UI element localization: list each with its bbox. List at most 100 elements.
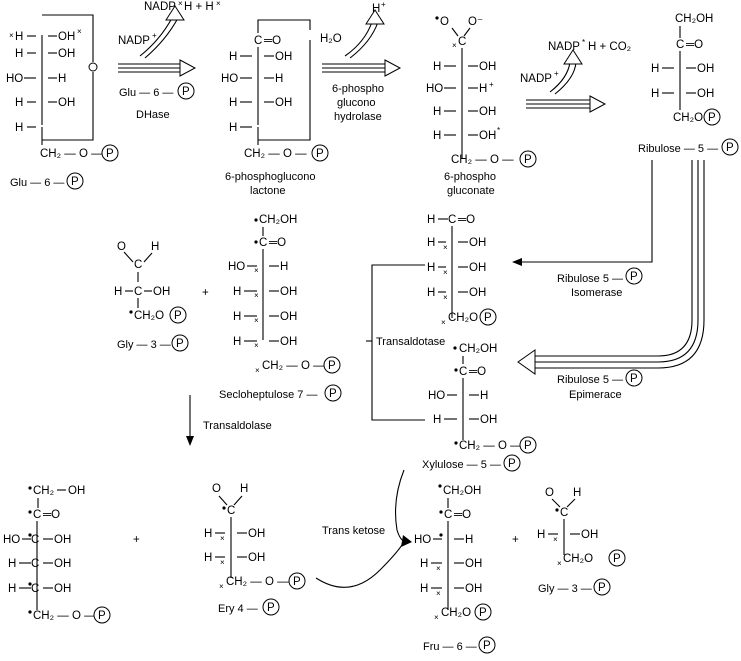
svg-text:×: × xyxy=(178,0,183,8)
svg-text:NADP: NADP xyxy=(548,41,580,53)
arrow-ribulose-epimerace xyxy=(517,160,705,375)
svg-text:+: + xyxy=(152,31,157,40)
svg-text:Ery 4 —: Ery 4 — xyxy=(218,603,258,615)
svg-text:H: H xyxy=(420,583,428,595)
svg-text:OH: OH xyxy=(479,61,496,73)
svg-text:+: + xyxy=(202,287,209,299)
svg-text:OH: OH xyxy=(248,552,265,564)
svg-text:×: × xyxy=(436,564,441,573)
svg-text:OH: OH xyxy=(153,286,170,298)
svg-text:×: × xyxy=(219,582,224,591)
svg-text:C: C xyxy=(560,507,568,519)
svg-text:P: P xyxy=(508,458,516,470)
svg-text:H: H xyxy=(651,63,659,75)
svg-text:P: P xyxy=(267,602,275,614)
svg-text:P: P xyxy=(316,148,324,160)
svg-text:HO: HO xyxy=(228,261,245,273)
svg-text:HO: HO xyxy=(6,73,23,85)
svg-text:OH: OH xyxy=(275,97,292,109)
svg-text:P: P xyxy=(483,640,491,652)
svg-text:Transaldotase: Transaldotase xyxy=(376,336,445,348)
svg-text:Transaldolase: Transaldolase xyxy=(203,420,272,432)
svg-text:H: H xyxy=(479,83,487,95)
svg-text:OH: OH xyxy=(58,97,75,109)
svg-text:OH: OH xyxy=(469,287,486,299)
svg-text:H: H xyxy=(372,3,380,15)
svg-text:O⁻: O⁻ xyxy=(468,16,483,28)
svg-text:CH₂OH: CH₂OH xyxy=(259,214,297,226)
arrow-ribulose-isomerase xyxy=(512,160,653,266)
svg-text:Ribulose 5 —: Ribulose 5 — xyxy=(557,374,623,386)
svg-text:×: × xyxy=(436,589,441,598)
svg-text:OH: OH xyxy=(54,583,71,595)
svg-text:OH: OH xyxy=(58,48,75,60)
svg-text:═O: ═O xyxy=(457,214,475,226)
svg-text:H: H xyxy=(229,97,237,109)
svg-text:CH₂OH: CH₂OH xyxy=(459,343,497,355)
svg-text:C: C xyxy=(259,237,267,249)
svg-text:C: C xyxy=(134,259,142,271)
svg-text:OH: OH xyxy=(465,583,482,595)
svg-text:×: × xyxy=(254,266,259,275)
bottom-left-ketose-structure: CH₂ OH C ═O HO C OH H C OH H C OH CH₂ — … xyxy=(3,485,111,624)
svg-text:H: H xyxy=(229,122,237,134)
svg-text:CH₂ — O —: CH₂ — O — xyxy=(451,154,514,166)
svg-text:Trans ketose: Trans ketose xyxy=(322,525,385,537)
svg-text:H: H xyxy=(151,241,159,253)
svg-text:C: C xyxy=(448,214,456,226)
svg-text:H: H xyxy=(427,262,435,274)
svg-text:×: × xyxy=(443,293,448,302)
svg-text:×: × xyxy=(216,0,221,8)
svg-text:gluconate: gluconate xyxy=(447,185,495,197)
svg-text:H: H xyxy=(433,130,441,142)
svg-text:P: P xyxy=(293,576,301,588)
svg-text:×: × xyxy=(254,291,259,300)
svg-text:Epimerace: Epimerace xyxy=(569,389,622,401)
svg-text:P: P xyxy=(613,553,621,565)
svg-text:+: + xyxy=(512,534,519,546)
svg-text:C: C xyxy=(31,534,39,546)
svg-text:H + H: H + H xyxy=(184,1,214,13)
svg-text:lactone: lactone xyxy=(250,185,285,197)
arrow-glu6p-dhase xyxy=(118,5,197,77)
svg-text:C: C xyxy=(458,36,466,48)
svg-text:CH₂O: CH₂O xyxy=(134,310,164,322)
svg-text:6-phosphoglucono: 6-phosphoglucono xyxy=(225,171,316,183)
svg-text:OH: OH xyxy=(248,528,265,540)
svg-text:═O: ═O xyxy=(42,509,60,521)
svg-text:OH: OH xyxy=(280,336,297,348)
svg-text:P: P xyxy=(726,142,734,154)
svg-text:P: P xyxy=(708,112,716,124)
svg-text:Gly — 3 —: Gly — 3 — xyxy=(117,339,171,351)
svg-text:H + CO₂: H + CO₂ xyxy=(588,41,631,53)
arrow-hydrolase xyxy=(322,9,402,77)
svg-text:CH₂OH: CH₂OH xyxy=(675,13,713,25)
svg-text:OH: OH xyxy=(465,558,482,570)
svg-text:H: H xyxy=(15,31,23,43)
transaldotase-bracket xyxy=(366,264,425,421)
svg-text:═O: ═O xyxy=(268,237,286,249)
svg-text:Xylulose — 5 —: Xylulose — 5 — xyxy=(422,459,501,471)
svg-text:CH₂ — O —: CH₂ — O — xyxy=(262,360,325,372)
svg-text:H: H xyxy=(204,528,212,540)
svg-text:NADP: NADP xyxy=(118,35,150,47)
svg-text:OH: OH xyxy=(479,106,496,118)
svg-text:P: P xyxy=(598,582,606,594)
svg-text:*: * xyxy=(497,126,500,135)
glucose-6-phosphate-structure: × H OH × H OH HO H H OH H CH₂ — O — P xyxy=(6,14,119,162)
svg-text:+: + xyxy=(489,80,494,89)
svg-text:C: C xyxy=(254,35,262,47)
svg-text:×: × xyxy=(434,613,439,622)
svg-text:hydrolase: hydrolase xyxy=(334,111,382,123)
svg-text:6-phospho: 6-phospho xyxy=(332,83,384,95)
svg-text:C: C xyxy=(459,366,467,378)
svg-text:OH: OH xyxy=(58,31,75,43)
svg-text:H: H xyxy=(204,552,212,564)
svg-text:DHase: DHase xyxy=(136,109,170,121)
arrow-transaldolase xyxy=(186,395,194,446)
svg-text:C: C xyxy=(444,509,452,521)
phosphogluconate-structure: O O⁻ C × H OH HO H + H OH H OH * CH₂ — O… xyxy=(426,16,537,168)
svg-text:H: H xyxy=(58,73,66,85)
svg-text:CH₂ — O —: CH₂ — O — xyxy=(226,576,289,588)
